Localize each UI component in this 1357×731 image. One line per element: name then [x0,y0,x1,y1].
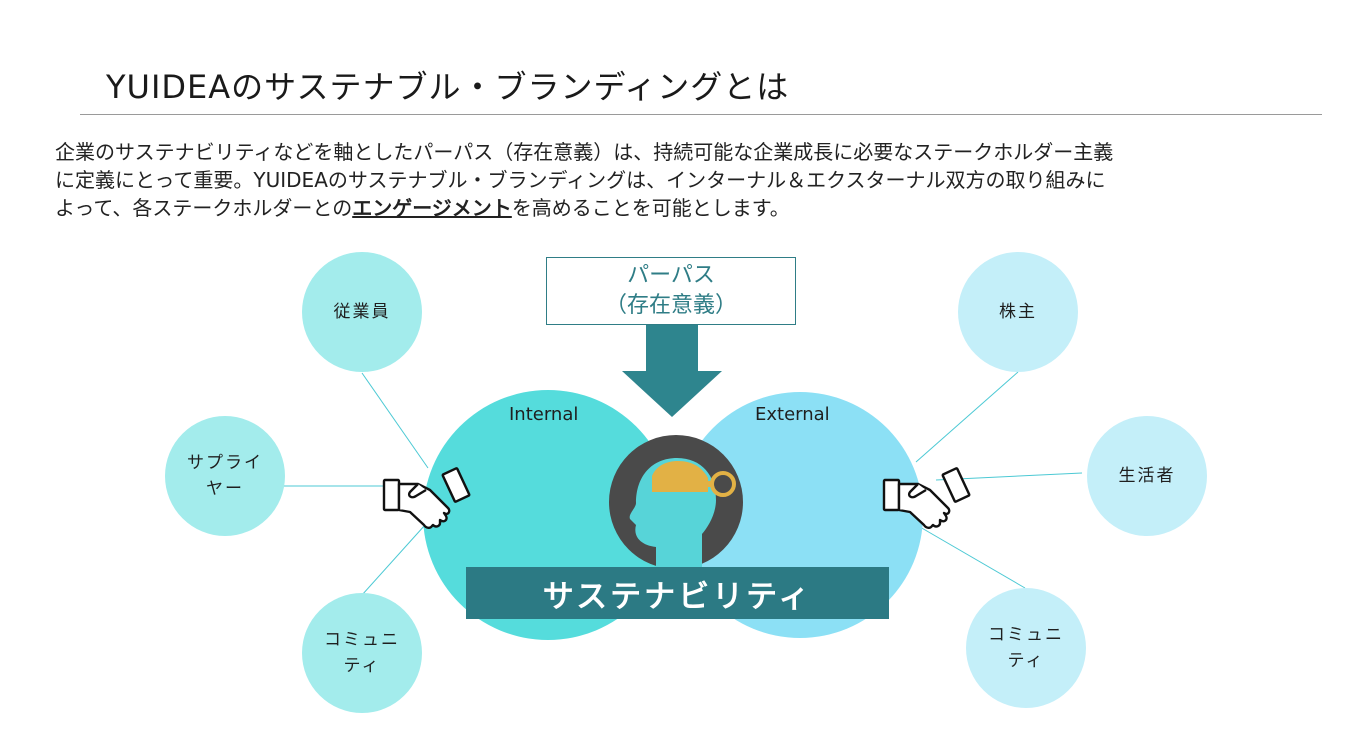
intro-line-3-pre: よって、各ステークホルダーとの [55,196,353,220]
connector-employee [361,372,429,469]
stakeholder-community-left: コミュニ ティ [302,593,422,713]
head-key-icon [609,435,743,572]
connector-community-right [919,526,1026,589]
intro-line-3-post: を高めることを可能とします。 [511,196,790,220]
intro-line-2: に定義にとって重要。YUIDEAのサステナブル・ブランディングは、インターナル＆… [55,168,1106,192]
stakeholder-label: 株主 [999,302,1037,322]
stakeholder-label: サプライ ヤー [187,453,263,499]
title-divider [80,114,1322,115]
stakeholder-label: 生活者 [1118,466,1176,486]
external-label: External [755,404,830,425]
internal-label: Internal [509,404,579,425]
right-connectors [915,371,1083,589]
purpose-line-2: （存在意義） [604,293,737,318]
down-arrow-icon [622,323,722,417]
connector-community-left [361,524,426,596]
purpose-box: パーパス （存在意義） [546,257,796,325]
intro-line-1: 企業のサステナビリティなどを軸としたパーパス（存在意義）は、持続可能な企業成長に… [55,140,1114,164]
sustainability-banner: サステナビリティ [466,567,889,619]
stakeholder-label: コミュニ ティ [324,630,400,676]
stakeholder-supplier: サプライ ヤー [165,416,285,536]
stakeholder-consumer: 生活者 [1087,416,1207,536]
stakeholder-community-right: コミュニ ティ [966,588,1086,708]
purpose-line-1: パーパス [627,263,715,288]
stakeholder-employee: 従業員 [302,252,422,372]
connector-shareholder [915,371,1019,463]
intro-paragraph: 企業のサステナビリティなどを軸としたパーパス（存在意義）は、持続可能な企業成長に… [55,138,1305,222]
stakeholder-label: コミュニ ティ [988,625,1064,671]
page-title: YUIDEAのサステナブル・ブランディングとは [106,68,790,106]
engagement-emphasis: エンゲージメント [352,196,512,220]
intro-line-3: よって、各ステークホルダーとのエンゲージメントを高めることを可能とします。 [55,194,1305,222]
stakeholder-shareholder: 株主 [958,252,1078,372]
handshake-icon [382,467,471,529]
sustainability-label: サステナビリティ [542,578,813,615]
stakeholder-label: 従業員 [333,302,391,322]
handshake-icon [882,467,971,529]
